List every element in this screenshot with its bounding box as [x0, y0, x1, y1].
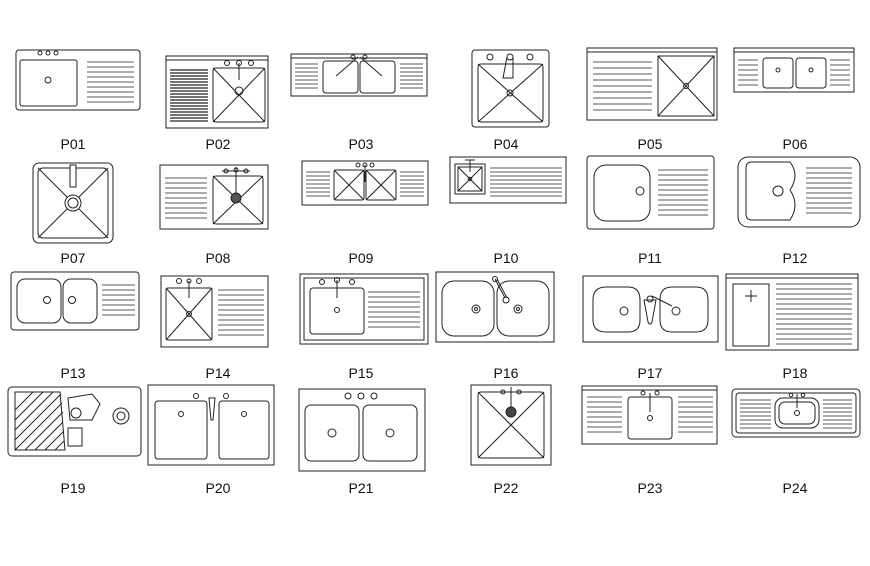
label-p10: P10 [493, 250, 519, 266]
sink-p20 [147, 384, 275, 466]
label-p14: P14 [205, 365, 231, 381]
label-p18: P18 [782, 365, 808, 381]
sink-p11 [586, 155, 715, 230]
label-p03: P03 [348, 136, 374, 152]
sink-p10 [449, 156, 567, 204]
label-p19: P19 [60, 480, 86, 496]
label-p16: P16 [493, 365, 519, 381]
label-p15: P15 [348, 365, 374, 381]
label-p09: P09 [348, 250, 374, 266]
sink-p19 [7, 386, 142, 457]
sink-p14 [160, 275, 269, 348]
sink-p21 [298, 388, 426, 472]
label-p24: P24 [782, 480, 808, 496]
label-p17: P17 [637, 365, 663, 381]
sink-p17 [582, 275, 719, 343]
sink-p23 [581, 385, 718, 445]
sink-p18 [725, 273, 859, 351]
label-p20: P20 [205, 480, 231, 496]
label-p22: P22 [493, 480, 519, 496]
sink-p01 [15, 49, 141, 111]
sink-p24 [731, 388, 861, 438]
sink-p12 [737, 156, 861, 228]
label-p01: P01 [60, 136, 86, 152]
sink-p07 [32, 162, 114, 244]
sink-p02 [165, 55, 269, 129]
sink-p13 [10, 271, 140, 331]
label-p21: P21 [348, 480, 374, 496]
label-p11: P11 [638, 250, 662, 266]
sink-p08 [159, 164, 269, 230]
sink-p15 [299, 273, 429, 345]
sink-p05 [586, 47, 718, 121]
sink-p06 [733, 47, 855, 93]
sink-p09 [301, 160, 429, 206]
label-p06: P06 [782, 136, 808, 152]
label-p02: P02 [205, 136, 231, 152]
sink-p22 [470, 384, 552, 466]
sink-p03 [290, 53, 428, 97]
label-p07: P07 [60, 250, 86, 266]
label-p23: P23 [637, 480, 663, 496]
label-p12: P12 [782, 250, 808, 266]
label-p13: P13 [60, 365, 86, 381]
label-p04: P04 [493, 136, 519, 152]
label-p08: P08 [205, 250, 231, 266]
sink-p16 [435, 271, 555, 343]
sink-p04 [471, 49, 550, 128]
label-p05: P05 [637, 136, 663, 152]
